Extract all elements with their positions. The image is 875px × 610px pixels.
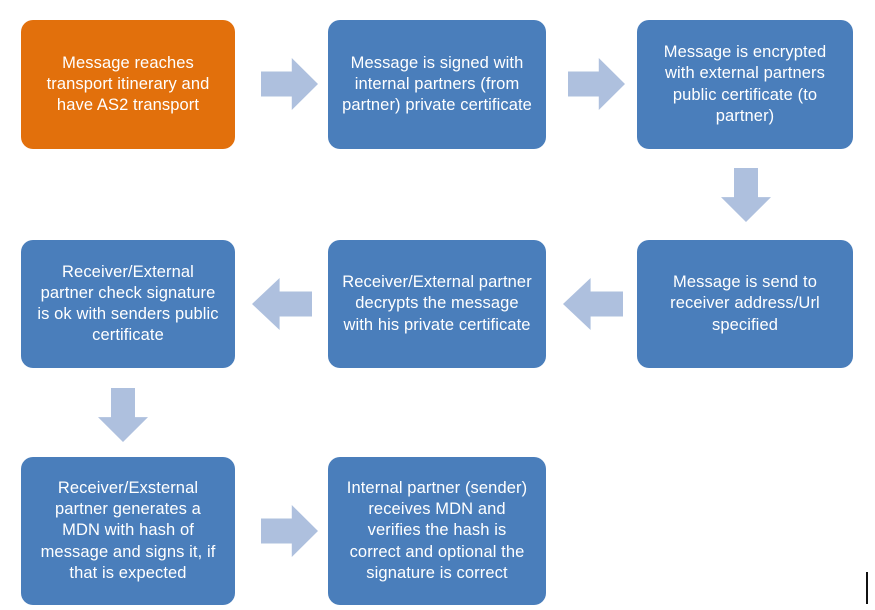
- flow-node-receiver-check-signature[interactable]: Receiver/External partner check signatur…: [21, 240, 235, 368]
- text-caret: [866, 572, 868, 604]
- flow-node-message-signed[interactable]: Message is signed with internal partners…: [328, 20, 546, 149]
- flow-node-message-send-to-receiver[interactable]: Message is send to receiver address/Url …: [637, 240, 853, 368]
- flow-node-internal-partner-receives-mdn[interactable]: Internal partner (sender) receives MDN a…: [328, 457, 546, 605]
- flow-node-label: Message is encrypted with external partn…: [663, 43, 827, 125]
- arrow-right-icon-n2-n3: [568, 58, 625, 110]
- flow-node-message-reaches-transport[interactable]: Message reaches transport itinerary and …: [21, 20, 235, 149]
- flow-node-label: Internal partner (sender) receives MDN a…: [346, 479, 528, 582]
- arrow-down-icon-n3-n4: [721, 168, 771, 222]
- flow-node-label: Receiver/External partner check signatur…: [37, 262, 219, 345]
- arrow-down-icon-n6-n7: [98, 388, 148, 442]
- flow-node-message-encrypted[interactable]: Message is encrypted with external partn…: [637, 20, 853, 149]
- flow-node-label: Message reaches transport itinerary and …: [46, 53, 210, 115]
- flow-node-receiver-generates-mdn[interactable]: Receiver/Exsternal partner generates a M…: [21, 457, 235, 605]
- arrow-right-icon-n1-n2: [261, 58, 318, 110]
- flow-node-label: Receiver/External partner decrypts the m…: [342, 273, 532, 334]
- arrow-left-icon-n5-n6: [252, 278, 312, 330]
- flow-node-receiver-decrypts[interactable]: Receiver/External partner decrypts the m…: [328, 240, 546, 368]
- arrow-right-icon-n7-n8: [261, 505, 318, 557]
- arrow-left-icon-n4-n5: [563, 278, 623, 330]
- flow-node-label: Message is send to receiver address/Url …: [670, 273, 820, 334]
- flow-node-label: Receiver/Exsternal partner generates a M…: [40, 479, 216, 582]
- flow-node-label: Message is signed with internal partners…: [342, 53, 532, 115]
